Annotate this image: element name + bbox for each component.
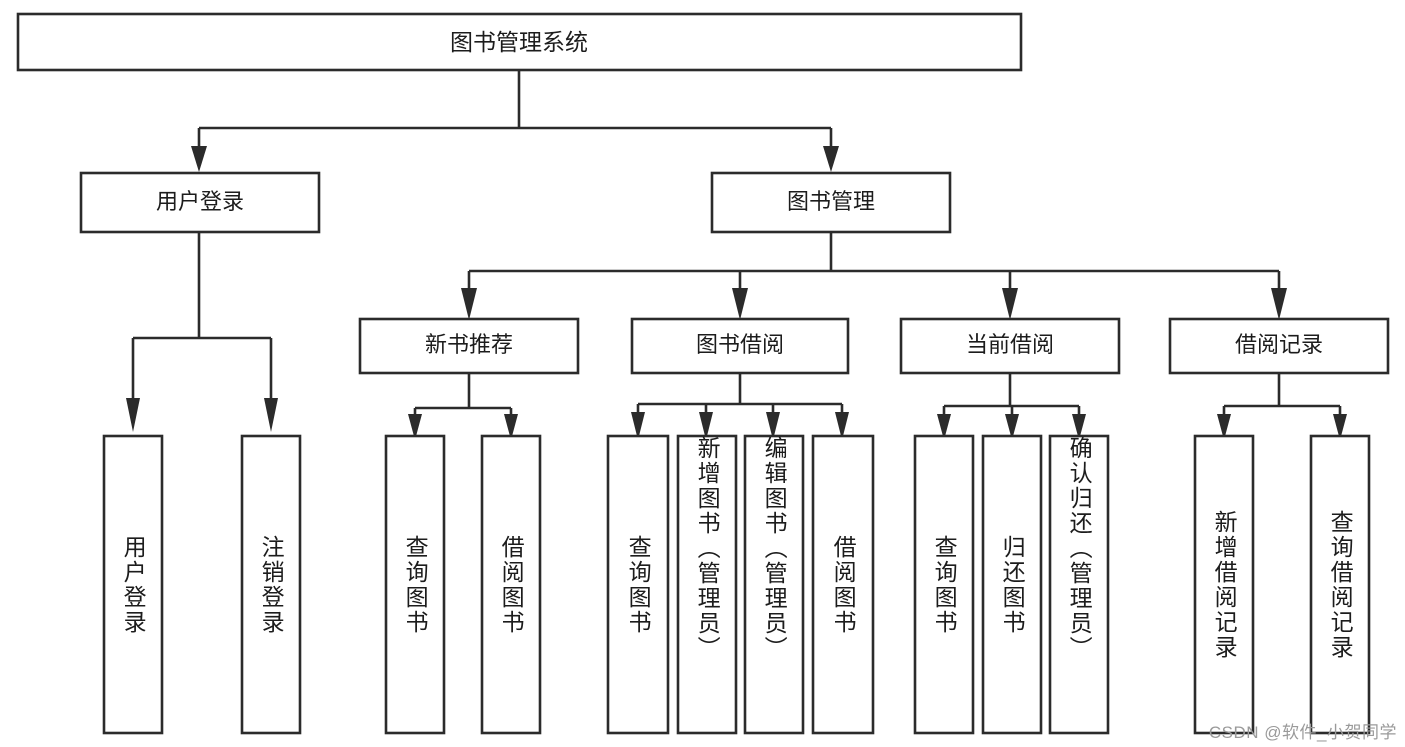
- arrow-to-current-borrow: [1002, 288, 1018, 320]
- node-borrow-record-label: 借阅记录: [1235, 332, 1323, 357]
- node-book-manage-label: 图书管理: [787, 189, 875, 214]
- leaf-borrow-2-box[interactable]: [743, 434, 805, 735]
- arrow-borrow-leaf-1: [699, 412, 713, 440]
- leaf-current-2-box[interactable]: [1048, 434, 1110, 735]
- node-new-book-recommend-box[interactable]: [358, 317, 580, 375]
- node-current-borrow-label: 当前借阅: [966, 332, 1054, 357]
- arrow-current-leaf-1: [1005, 414, 1019, 440]
- node-borrow-record-box[interactable]: [1168, 317, 1390, 375]
- leaf-recommend-1-box[interactable]: [480, 434, 542, 735]
- arrow-current-leaf-2: [1072, 414, 1086, 440]
- arrow-record-leaf-0: [1217, 414, 1231, 440]
- leaf-recommend-0-box[interactable]: [384, 434, 446, 735]
- node-book-borrow-label: 图书借阅: [696, 332, 784, 357]
- node-current-borrow-box[interactable]: [899, 317, 1121, 375]
- arrow-current-leaf-0: [937, 414, 951, 440]
- connector-layer: [126, 70, 1347, 440]
- leaf-user-login-0-box[interactable]: [102, 434, 164, 735]
- arrow-userleaf-0: [126, 398, 140, 432]
- node-new-book-recommend-label: 新书推荐: [425, 332, 513, 357]
- arrow-recommend-leaf-1: [504, 414, 518, 440]
- leaf-record-1-box[interactable]: [1309, 434, 1371, 735]
- node-root-label: 图书管理系统: [450, 29, 588, 55]
- arrow-borrow-leaf-2: [766, 412, 780, 440]
- arrow-recommend-leaf-0: [408, 414, 422, 440]
- arrow-to-book-manage: [823, 146, 839, 172]
- watermark: CSDN @软件_小贺同学: [1208, 723, 1397, 742]
- node-root-box[interactable]: [16, 12, 1023, 72]
- node-user-login-label: 用户登录: [156, 189, 244, 214]
- node-user-login-box[interactable]: [79, 171, 321, 234]
- arrow-record-leaf-1: [1333, 414, 1347, 440]
- leaf-user-login-1-box[interactable]: [240, 434, 302, 735]
- arrow-borrow-leaf-0: [631, 412, 645, 440]
- arrow-to-borrow-record: [1271, 288, 1287, 320]
- leaf-borrow-1-box[interactable]: [676, 434, 738, 735]
- leaf-current-1-box[interactable]: [981, 434, 1043, 735]
- arrow-to-new-book-recommend: [461, 288, 477, 320]
- arrow-borrow-leaf-3: [835, 412, 849, 440]
- arrow-to-book-borrow: [732, 288, 748, 320]
- arrow-to-user-login: [191, 146, 207, 172]
- leaf-borrow-0-box[interactable]: [606, 434, 670, 735]
- node-book-manage-box[interactable]: [710, 171, 952, 234]
- leaf-record-0-box[interactable]: [1193, 434, 1255, 735]
- leaf-borrow-3-box[interactable]: [811, 434, 875, 735]
- node-book-borrow-box[interactable]: [630, 317, 850, 375]
- node-layer: 图书管理系统 用户登录 图书管理 新书推荐 图书借阅 当前借阅 借阅记录: [16, 12, 1390, 735]
- leaf-current-0-box[interactable]: [913, 434, 975, 735]
- arrow-userleaf-1: [264, 398, 278, 432]
